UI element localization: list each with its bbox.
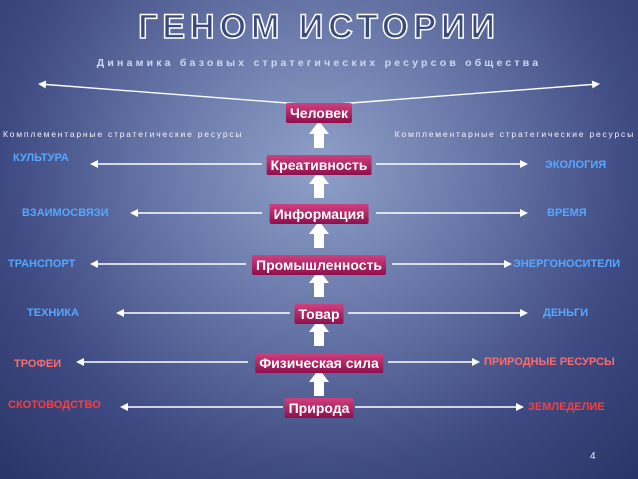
arrow-top-right bbox=[337, 80, 600, 105]
center-node-promyshlennost: Промышленность bbox=[252, 255, 386, 275]
horizontal-arrows bbox=[76, 160, 528, 411]
complementary-label-left: Комплементарные стратегические ресурсы bbox=[3, 129, 244, 139]
complementary-label-right: Комплементарные стратегические ресурсы bbox=[394, 129, 635, 139]
center-node-fizicheskaya-sila: Физическая сила bbox=[255, 353, 383, 373]
up-arrow-icon bbox=[309, 221, 329, 248]
left-item-skotovodstvo: СКОТОВОДСТВО bbox=[8, 399, 101, 411]
arrow-top-left bbox=[38, 80, 301, 105]
up-arrow-icon bbox=[309, 319, 329, 346]
up-arrow-icon bbox=[309, 121, 329, 148]
center-node-chelovek: Человек bbox=[285, 103, 353, 123]
left-item-kultura: КУЛЬТУРА bbox=[13, 152, 69, 164]
page-title: ГЕНОМ ИСТОРИИ bbox=[137, 7, 500, 47]
right-item-zemledelie: ЗЕМЛЕДЕЛИЕ bbox=[528, 401, 605, 413]
right-item-ekologiya: ЭКОЛОГИЯ bbox=[545, 159, 607, 171]
up-arrow-icon bbox=[309, 171, 329, 198]
right-item-dengi: ДЕНЬГИ bbox=[543, 307, 589, 319]
center-node-tovar: Товар bbox=[294, 304, 344, 324]
left-item-tekhnika: ТЕХНИКА bbox=[27, 307, 79, 319]
up-arrow-icon bbox=[309, 270, 329, 297]
page-subtitle: Динамика базовых стратегических ресурсов… bbox=[96, 57, 542, 69]
page-number: 4 bbox=[590, 451, 596, 462]
right-item-energonositeli: ЭНЕРГОНОСИТЕЛИ bbox=[513, 258, 621, 270]
left-item-vzaimosvyazi: ВЗАИМОСВЯЗИ bbox=[22, 207, 109, 219]
right-item-vremya: ВРЕМЯ bbox=[547, 207, 587, 219]
center-node-informatsiya: Информация bbox=[269, 204, 369, 224]
up-arrow-icon bbox=[309, 369, 329, 396]
left-item-trofei: ТРОФЕИ bbox=[14, 358, 62, 370]
left-item-transport: ТРАНСПОРТ bbox=[8, 258, 76, 270]
center-node-kreativnost: Креативность bbox=[266, 155, 372, 175]
vertical-arrows bbox=[309, 121, 329, 396]
right-item-prirodnye-resursy: ПРИРОДНЫЕ РЕСУРСЫ bbox=[484, 356, 615, 368]
center-node-priroda: Природа bbox=[284, 398, 354, 418]
